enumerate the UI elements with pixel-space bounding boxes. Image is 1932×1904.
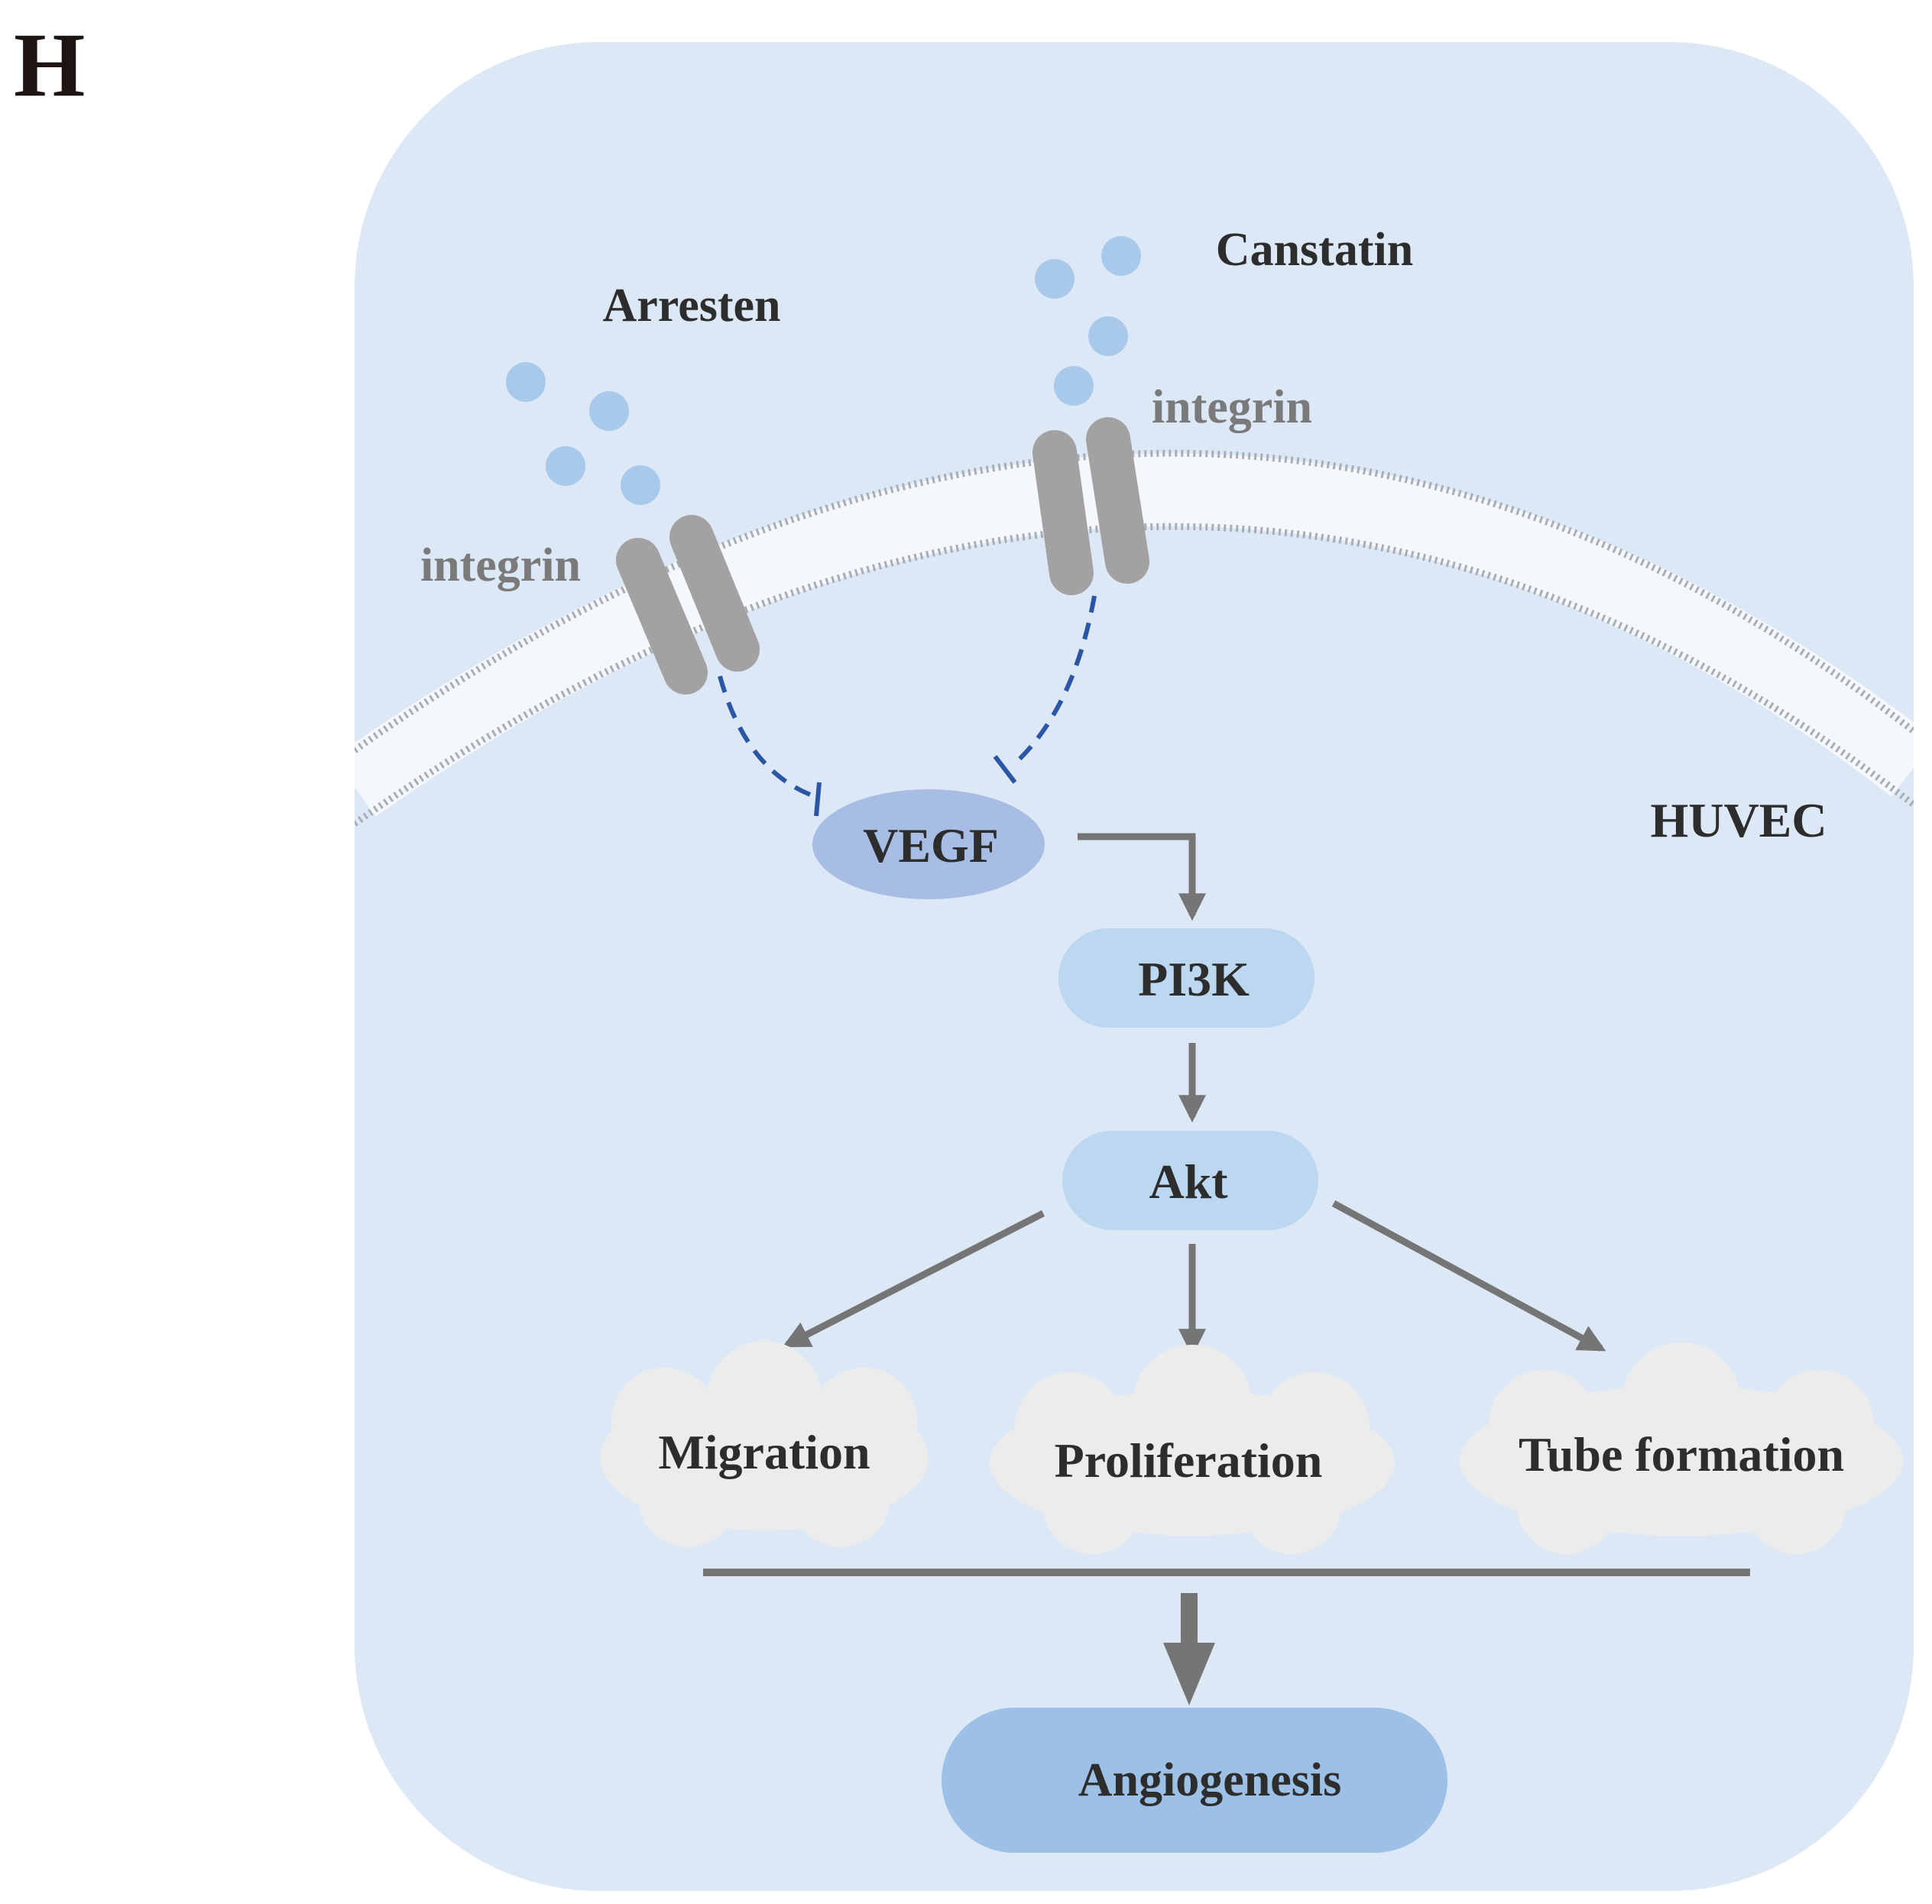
canstatin-molecules bbox=[1035, 236, 1141, 406]
arrow-vegf-pi3k bbox=[1078, 833, 1206, 921]
inhibition-arresten-vegf bbox=[718, 675, 822, 817]
migration-label: Migration bbox=[658, 1425, 870, 1479]
canstatin-label: Canstatin bbox=[1216, 224, 1413, 276]
integrin-right-label: integrin bbox=[1152, 381, 1312, 433]
akt-label: Akt bbox=[1149, 1154, 1228, 1209]
panel-label: H bbox=[14, 14, 85, 115]
arrow-akt-migration bbox=[782, 1209, 1045, 1349]
integrin-left-label: integrin bbox=[420, 539, 581, 591]
vegf-label: VEGF bbox=[863, 818, 999, 873]
proliferation-cloud bbox=[990, 1345, 1395, 1554]
cell-label: HUVEC bbox=[1650, 793, 1827, 847]
integrin-left bbox=[616, 515, 760, 695]
pi3k-node bbox=[1058, 928, 1314, 1028]
cell-membrane bbox=[355, 449, 1914, 827]
arrow-akt-tube-formation bbox=[1331, 1200, 1606, 1352]
tube-formation-label: Tube formation bbox=[1519, 1427, 1844, 1481]
pi3k-label: PI3K bbox=[1138, 952, 1250, 1006]
tube-formation-cloud bbox=[1460, 1342, 1903, 1554]
arresten-label: Arresten bbox=[603, 280, 781, 332]
angiogenesis-label: Angiogenesis bbox=[1078, 1754, 1341, 1806]
vegf-node bbox=[812, 789, 1045, 899]
proliferation-label: Proliferation bbox=[1055, 1433, 1323, 1488]
integrin-right bbox=[1032, 417, 1149, 595]
migration-cloud bbox=[600, 1341, 929, 1547]
inhibition-canstatin-vegf bbox=[993, 595, 1097, 784]
arresten-molecules bbox=[506, 362, 660, 505]
arrow-to-angiogenesis bbox=[1163, 1593, 1215, 1705]
akt-node bbox=[1062, 1131, 1318, 1230]
angiogenesis-node bbox=[942, 1708, 1447, 1853]
